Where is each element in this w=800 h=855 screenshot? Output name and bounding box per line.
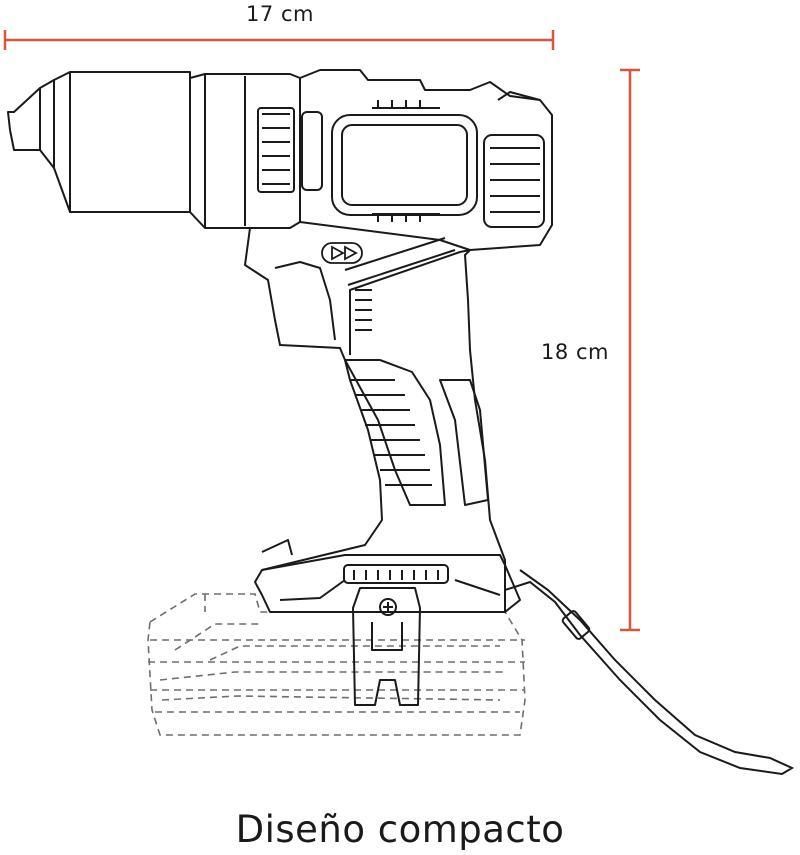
double-right-arrow-icon: [321, 242, 363, 264]
width-dimension-label: 17 cm: [246, 2, 314, 26]
trigger: [274, 261, 336, 341]
height-dimension-line: [620, 68, 640, 632]
phillips-screw-icon: [379, 598, 397, 616]
wrist-strap: [504, 569, 795, 776]
battery-pack-outline: [147, 593, 526, 736]
caption-title: Diseño compacto: [235, 808, 565, 851]
belt-clip: [352, 587, 421, 706]
drill-body: [7, 69, 553, 706]
grip-panel: [344, 359, 446, 506]
battery-mount: [261, 554, 521, 613]
motor-housing: [299, 69, 553, 251]
chuck-tip: [7, 87, 41, 151]
chuck: [53, 71, 191, 213]
height-dimension-label: 18 cm: [541, 340, 609, 364]
width-dimension-line: [3, 30, 555, 50]
